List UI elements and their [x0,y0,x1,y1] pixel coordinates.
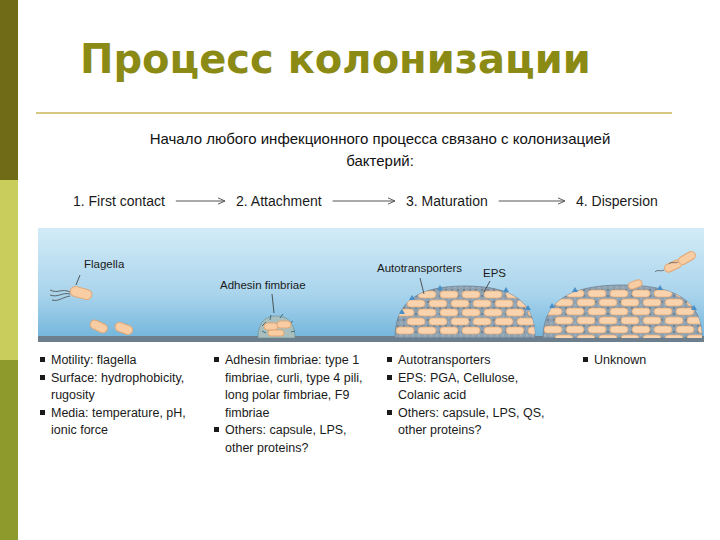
bullet-item: Surface: hydrophobicity, rugosity [40,370,208,405]
step-text: 2. Attachment [236,193,322,209]
bullet-text: Unknown [594,352,701,370]
bullet-mark [40,357,45,362]
bullet-column: Adhesin fimbriae: type 1 fimbriae, curli… [214,352,372,457]
bullet-item: Unknown [583,352,701,370]
attached-cluster [258,314,295,338]
step-label: 1. First contact [70,191,168,211]
bullet-item: Others: capsule, LPS, other proteins? [214,422,372,457]
leader-line [272,294,274,313]
part-label: Adhesin fimbriae [220,279,306,291]
bullet-mark [387,410,392,415]
title-rule [36,112,672,114]
bullet-mark [40,410,45,415]
bullet-item: Autotransporters [387,352,563,370]
part-label: Flagella [84,258,124,270]
slide-title: Процесс колонизации [80,36,591,82]
bullet-item: Media: temperature, pH, ionic force [40,405,208,440]
bullet-text: Others: capsule, LPS, other proteins? [225,422,372,457]
biofilm-cells [396,291,546,334]
bullet-column: AutotransportersEPS: PGA, Cellulose, Col… [387,352,563,440]
surface [38,336,704,342]
bullet-item: Adhesin fimbriae: type 1 fimbriae, curli… [214,352,372,422]
bullet-mark [40,375,45,380]
bullet-mark [387,375,392,380]
bullet-text: Others: capsule, LPS, QS, other proteins… [398,405,563,440]
leader-line [420,278,424,294]
subtitle: Начало любого инфекционного процесса свя… [118,128,642,172]
autotransporter-marks [399,285,697,314]
step-arrow [176,201,225,202]
biofilm [543,285,702,338]
biofilm [395,286,535,338]
bullet-column: Unknown [583,352,701,370]
bullet-text: Surface: hydrophobicity, rugosity [51,370,208,405]
leader-line [484,281,490,292]
bullet-mark [214,427,219,432]
bullet-mark [583,357,588,362]
bullet-item: Others: capsule, LPS, QS, other proteins… [387,405,563,440]
bacterium [627,250,696,290]
medium [38,228,704,338]
bullet-text: EPS: PGA, Cellulose, Colanic acid [398,370,563,405]
step-arrow [333,201,395,202]
bullet-item: Motility: flagella [40,352,208,370]
step-text: 3. Maturation [406,193,488,209]
bullet-mark [214,357,219,362]
leader-line [76,275,80,285]
bullet-text: Adhesin fimbriae: type 1 fimbriae, curli… [225,352,372,422]
biofilm-cells [544,290,716,342]
bullet-item: EPS: PGA, Cellulose, Colanic acid [387,370,563,405]
part-label: Autotransporters [377,262,462,274]
side-bar [0,0,18,180]
bullet-text: Media: temperature, pH, ionic force [51,405,208,440]
part-label: EPS [483,267,506,279]
step-text: 1. First contact [73,193,165,209]
bullet-text: Autotransporters [398,352,563,370]
step-arrow [499,201,565,202]
bullet-mark [387,357,392,362]
step-label: 4. Dispersion [573,191,661,211]
bacterium [50,285,134,335]
step-text: 4. Dispersion [576,193,658,209]
step-label: 3. Maturation [403,191,491,211]
side-bar [0,360,18,540]
side-bar [0,180,18,360]
bullet-column: Motility: flagellaSurface: hydrophobicit… [40,352,208,440]
bullet-text: Motility: flagella [51,352,208,370]
step-label: 2. Attachment [233,191,325,211]
